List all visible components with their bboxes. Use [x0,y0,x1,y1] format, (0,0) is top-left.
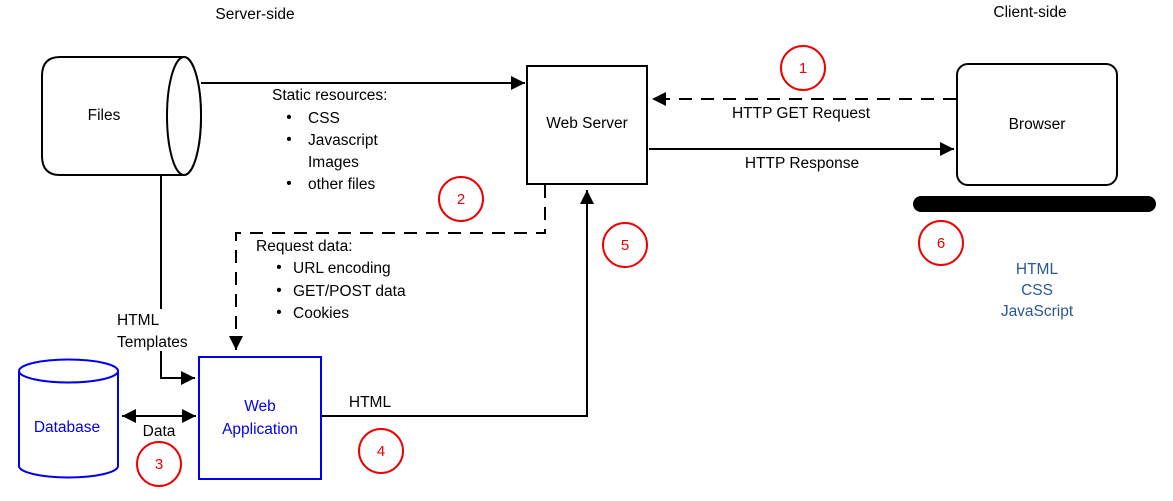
http-get-request-label: HTTP GET Request [732,105,871,122]
client-side-title: Client-side [993,4,1066,21]
laptop-base-bar [913,196,1156,212]
request-data-item: URL encoding [293,260,391,277]
files-cylinder-cap [166,56,202,176]
html-templates-label: HTML Templates [112,309,204,351]
bullet-icon: • [276,259,281,276]
step-number: 3 [155,456,163,473]
static-resources-item: other files [308,176,375,193]
arrow-request-data-to-webapp [229,185,546,350]
step-badge-6: 6 [918,220,964,266]
request-data-item: Cookies [293,305,349,322]
request-data-title: Request data: [256,238,353,255]
step-circle [602,222,648,268]
browser-label: Browser [1009,116,1066,133]
html-templates-label-bg [112,309,204,351]
step-badge-1: 1 [780,45,826,91]
step-circle [358,428,404,474]
step-circle [780,45,826,91]
html-templates-label-line2: Templates [117,334,188,351]
step-number: 6 [937,235,945,252]
arrow-html-to-webserver [322,190,594,417]
step-badge-3: 3 [136,441,182,487]
step-circle [136,441,182,487]
database-label: Database [34,419,100,436]
browser-stack-label: HTML CSS JavaScript [1001,261,1074,320]
static-resources-item: CSS [308,110,340,127]
database-cylinder: Database [18,358,119,479]
bullet-icon: • [276,304,281,321]
step-circle [438,176,484,222]
web-application-rect [198,356,322,480]
browser-stack-line: CSS [1021,282,1053,299]
data-label: Data [143,423,176,440]
html-label: HTML [349,394,392,411]
web-server-label: Web Server [546,115,628,132]
static-resources-item: Javascript [308,132,378,149]
html-templates-label-line1: HTML [117,312,160,329]
arrow-html-templates-to-webapp [160,175,195,385]
bullet-icon: • [286,109,291,126]
step-badge-5: 5 [602,222,648,268]
step-number: 1 [799,60,807,77]
browser-box [956,63,1118,186]
web-application-label-line1: Web [244,398,276,415]
bullet-icon: • [276,282,281,299]
bullet-icon: • [286,175,291,192]
step-badge-2: 2 [438,176,484,222]
bullet-icon: • [286,131,291,148]
browser-stack-line: HTML [1016,261,1059,278]
files-label: Files [88,107,121,124]
step-number: 2 [457,191,465,208]
browser-stack-line: JavaScript [1001,303,1074,320]
step-number: 5 [621,237,629,254]
step-number: 4 [377,443,385,460]
step-circle [918,220,964,266]
static-resources-list: Static resources: • CSS • Javascript Ima… [272,87,387,193]
static-resources-title: Static resources: [272,87,387,104]
http-response-label: HTTP Response [745,155,859,172]
request-data-item: GET/POST data [293,283,406,300]
request-data-list: Request data: • URL encoding • GET/POST … [256,238,406,322]
web-application-label-line2: Application [222,421,298,438]
files-cylinder: Files [41,56,202,176]
server-side-title: Server-side [215,6,294,23]
web-server-box [526,65,648,185]
database-cylinder-body [18,358,119,479]
database-cylinder-top-edge [18,370,119,384]
web-application-box: Web Application [198,356,322,480]
step-badge-4: 4 [358,428,404,474]
static-resources-item: Images [308,154,359,171]
